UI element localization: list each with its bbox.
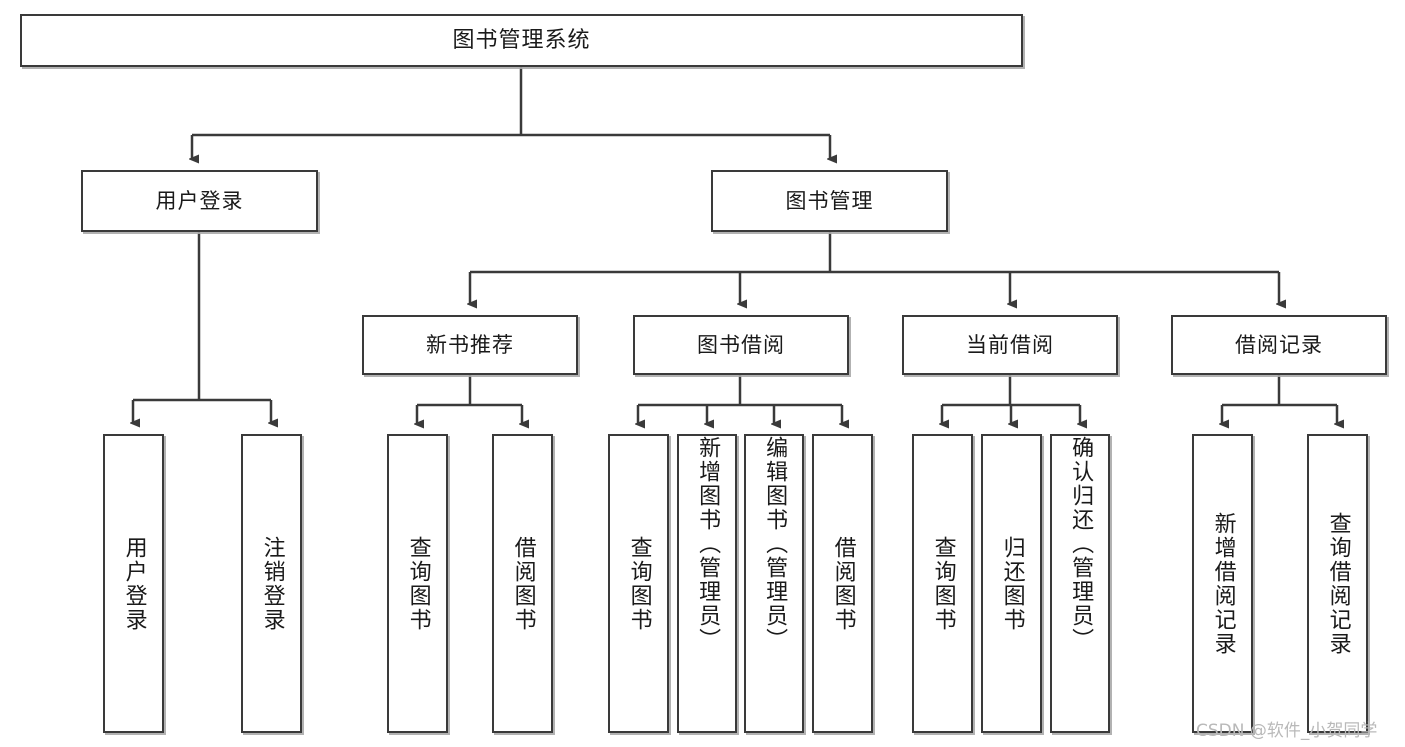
node-label: 图书管理系统 [452,27,591,53]
node-label: 图书管理 [785,188,874,213]
node-new-book-recommend[interactable]: 新书推荐 [362,315,578,375]
node-label: 查询借阅记录 [1325,511,1351,656]
node-current-borrow[interactable]: 当前借阅 [902,315,1118,375]
node-label: 当前借阅 [966,332,1054,357]
node-label: 编辑图书（管理员） [762,436,788,652]
node-leaf-currentborrow-confirm-return[interactable]: 确认归还（管理员） [1050,434,1110,733]
node-label: 归还图书 [999,535,1025,632]
node-leaf-borrowrecord-query-record[interactable]: 查询借阅记录 [1307,434,1368,733]
node-borrow-record[interactable]: 借阅记录 [1171,315,1387,375]
node-leaf-bookborrow-add-book[interactable]: 新增图书（管理员） [677,434,737,733]
node-leaf-bookborrow-query-book[interactable]: 查询图书 [608,434,669,733]
node-label: 查询图书 [626,535,652,632]
node-leaf-bookborrow-edit-book[interactable]: 编辑图书（管理员） [744,434,804,733]
node-leaf-newbook-query-book[interactable]: 查询图书 [387,434,448,733]
node-label: 查询图书 [405,535,431,632]
csdn-watermark: CSDN @软件_小贺同学 [1196,721,1378,741]
node-label: 注销登录 [259,535,285,632]
node-label: 新增图书（管理员） [695,436,721,652]
node-leaf-user-login-login[interactable]: 用户登录 [103,434,164,733]
node-label: 新增借阅记录 [1210,511,1236,656]
node-label: 用户登录 [121,535,147,632]
node-label: 借阅图书 [510,535,536,632]
node-label: 借阅记录 [1235,332,1323,357]
node-label: 用户登录 [155,188,244,213]
node-root-book-management-system[interactable]: 图书管理系统 [20,14,1023,67]
node-leaf-currentborrow-query-book[interactable]: 查询图书 [912,434,973,733]
node-book-borrow[interactable]: 图书借阅 [633,315,849,375]
node-label: 图书借阅 [697,332,785,357]
node-label: 新书推荐 [426,332,514,357]
node-book-management[interactable]: 图书管理 [711,170,948,232]
node-user-login[interactable]: 用户登录 [81,170,318,232]
node-leaf-borrowrecord-add-record[interactable]: 新增借阅记录 [1192,434,1253,733]
node-label: 确认归还（管理员） [1068,436,1094,652]
node-leaf-newbook-borrow-book[interactable]: 借阅图书 [492,434,553,733]
node-leaf-bookborrow-borrow-book[interactable]: 借阅图书 [812,434,873,733]
node-label: 查询图书 [930,535,956,632]
node-leaf-currentborrow-return-book[interactable]: 归还图书 [981,434,1042,733]
node-leaf-user-login-logout[interactable]: 注销登录 [241,434,302,733]
node-label: 借阅图书 [830,535,856,632]
